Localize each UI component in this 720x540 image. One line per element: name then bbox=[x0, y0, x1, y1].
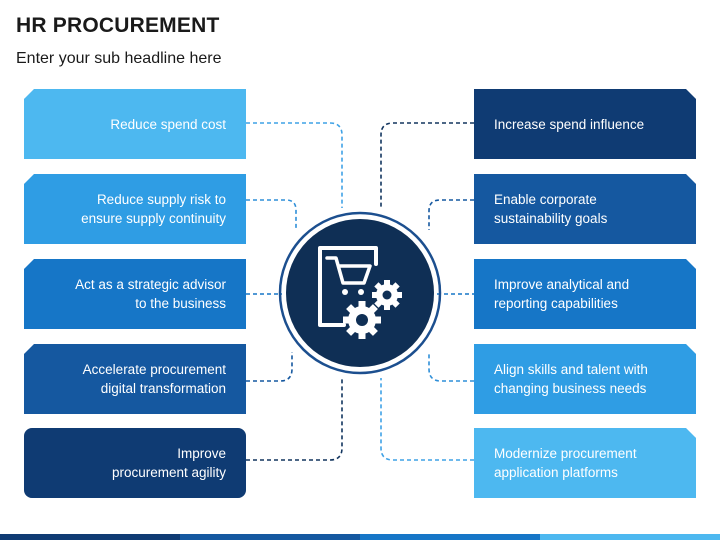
left-item-1-label: Reduce spend cost bbox=[110, 116, 226, 132]
right-item-5-label: Modernize procurement application platfo… bbox=[494, 446, 637, 480]
left-item-3: Act as a strategic advisor to the busine… bbox=[24, 259, 246, 329]
right-item-2: Enable corporate sustainability goals bbox=[474, 174, 696, 244]
right-item-4: Align skills and talent with changing bu… bbox=[474, 344, 696, 414]
center-hub bbox=[278, 211, 442, 375]
connector-right-5 bbox=[380, 378, 474, 461]
left-item-5-label: Improve procurement agility bbox=[111, 446, 226, 480]
connector-right-1 bbox=[380, 122, 474, 208]
connector-right-4 bbox=[428, 354, 474, 382]
connector-left-4 bbox=[246, 352, 293, 382]
left-item-3-label: Act as a strategic advisor to the busine… bbox=[75, 277, 226, 311]
right-item-3: Improve analytical and reporting capabil… bbox=[474, 259, 696, 329]
left-item-1: Reduce spend cost bbox=[24, 89, 246, 159]
right-item-3-label: Improve analytical and reporting capabil… bbox=[494, 277, 630, 311]
connector-left-5 bbox=[246, 378, 343, 461]
left-item-4: Accelerate procurement digital transform… bbox=[24, 344, 246, 414]
connector-left-1 bbox=[246, 122, 343, 208]
shopping-cart-gears-icon bbox=[318, 246, 378, 327]
left-item-2: Reduce supply risk to ensure supply cont… bbox=[24, 174, 246, 244]
right-item-1: Increase spend influence bbox=[474, 89, 696, 159]
right-item-5: Modernize procurement application platfo… bbox=[474, 428, 696, 498]
right-item-2-label: Enable corporate sustainability goals bbox=[494, 192, 608, 226]
left-item-2-label: Reduce supply risk to ensure supply cont… bbox=[81, 192, 226, 226]
page-subtitle: Enter your sub headline here bbox=[16, 50, 222, 67]
right-item-1-label: Increase spend influence bbox=[494, 116, 645, 132]
bottom-color-bar bbox=[0, 534, 720, 540]
connector-right-2 bbox=[428, 199, 474, 230]
right-item-4-label: Align skills and talent with changing bu… bbox=[494, 362, 648, 396]
gear-icon bbox=[343, 280, 402, 339]
left-item-4-label: Accelerate procurement digital transform… bbox=[82, 362, 226, 396]
page-title: HR PROCUREMENT bbox=[16, 14, 220, 37]
left-item-5: Improve procurement agility bbox=[24, 428, 246, 498]
connector-left-2 bbox=[246, 199, 297, 228]
